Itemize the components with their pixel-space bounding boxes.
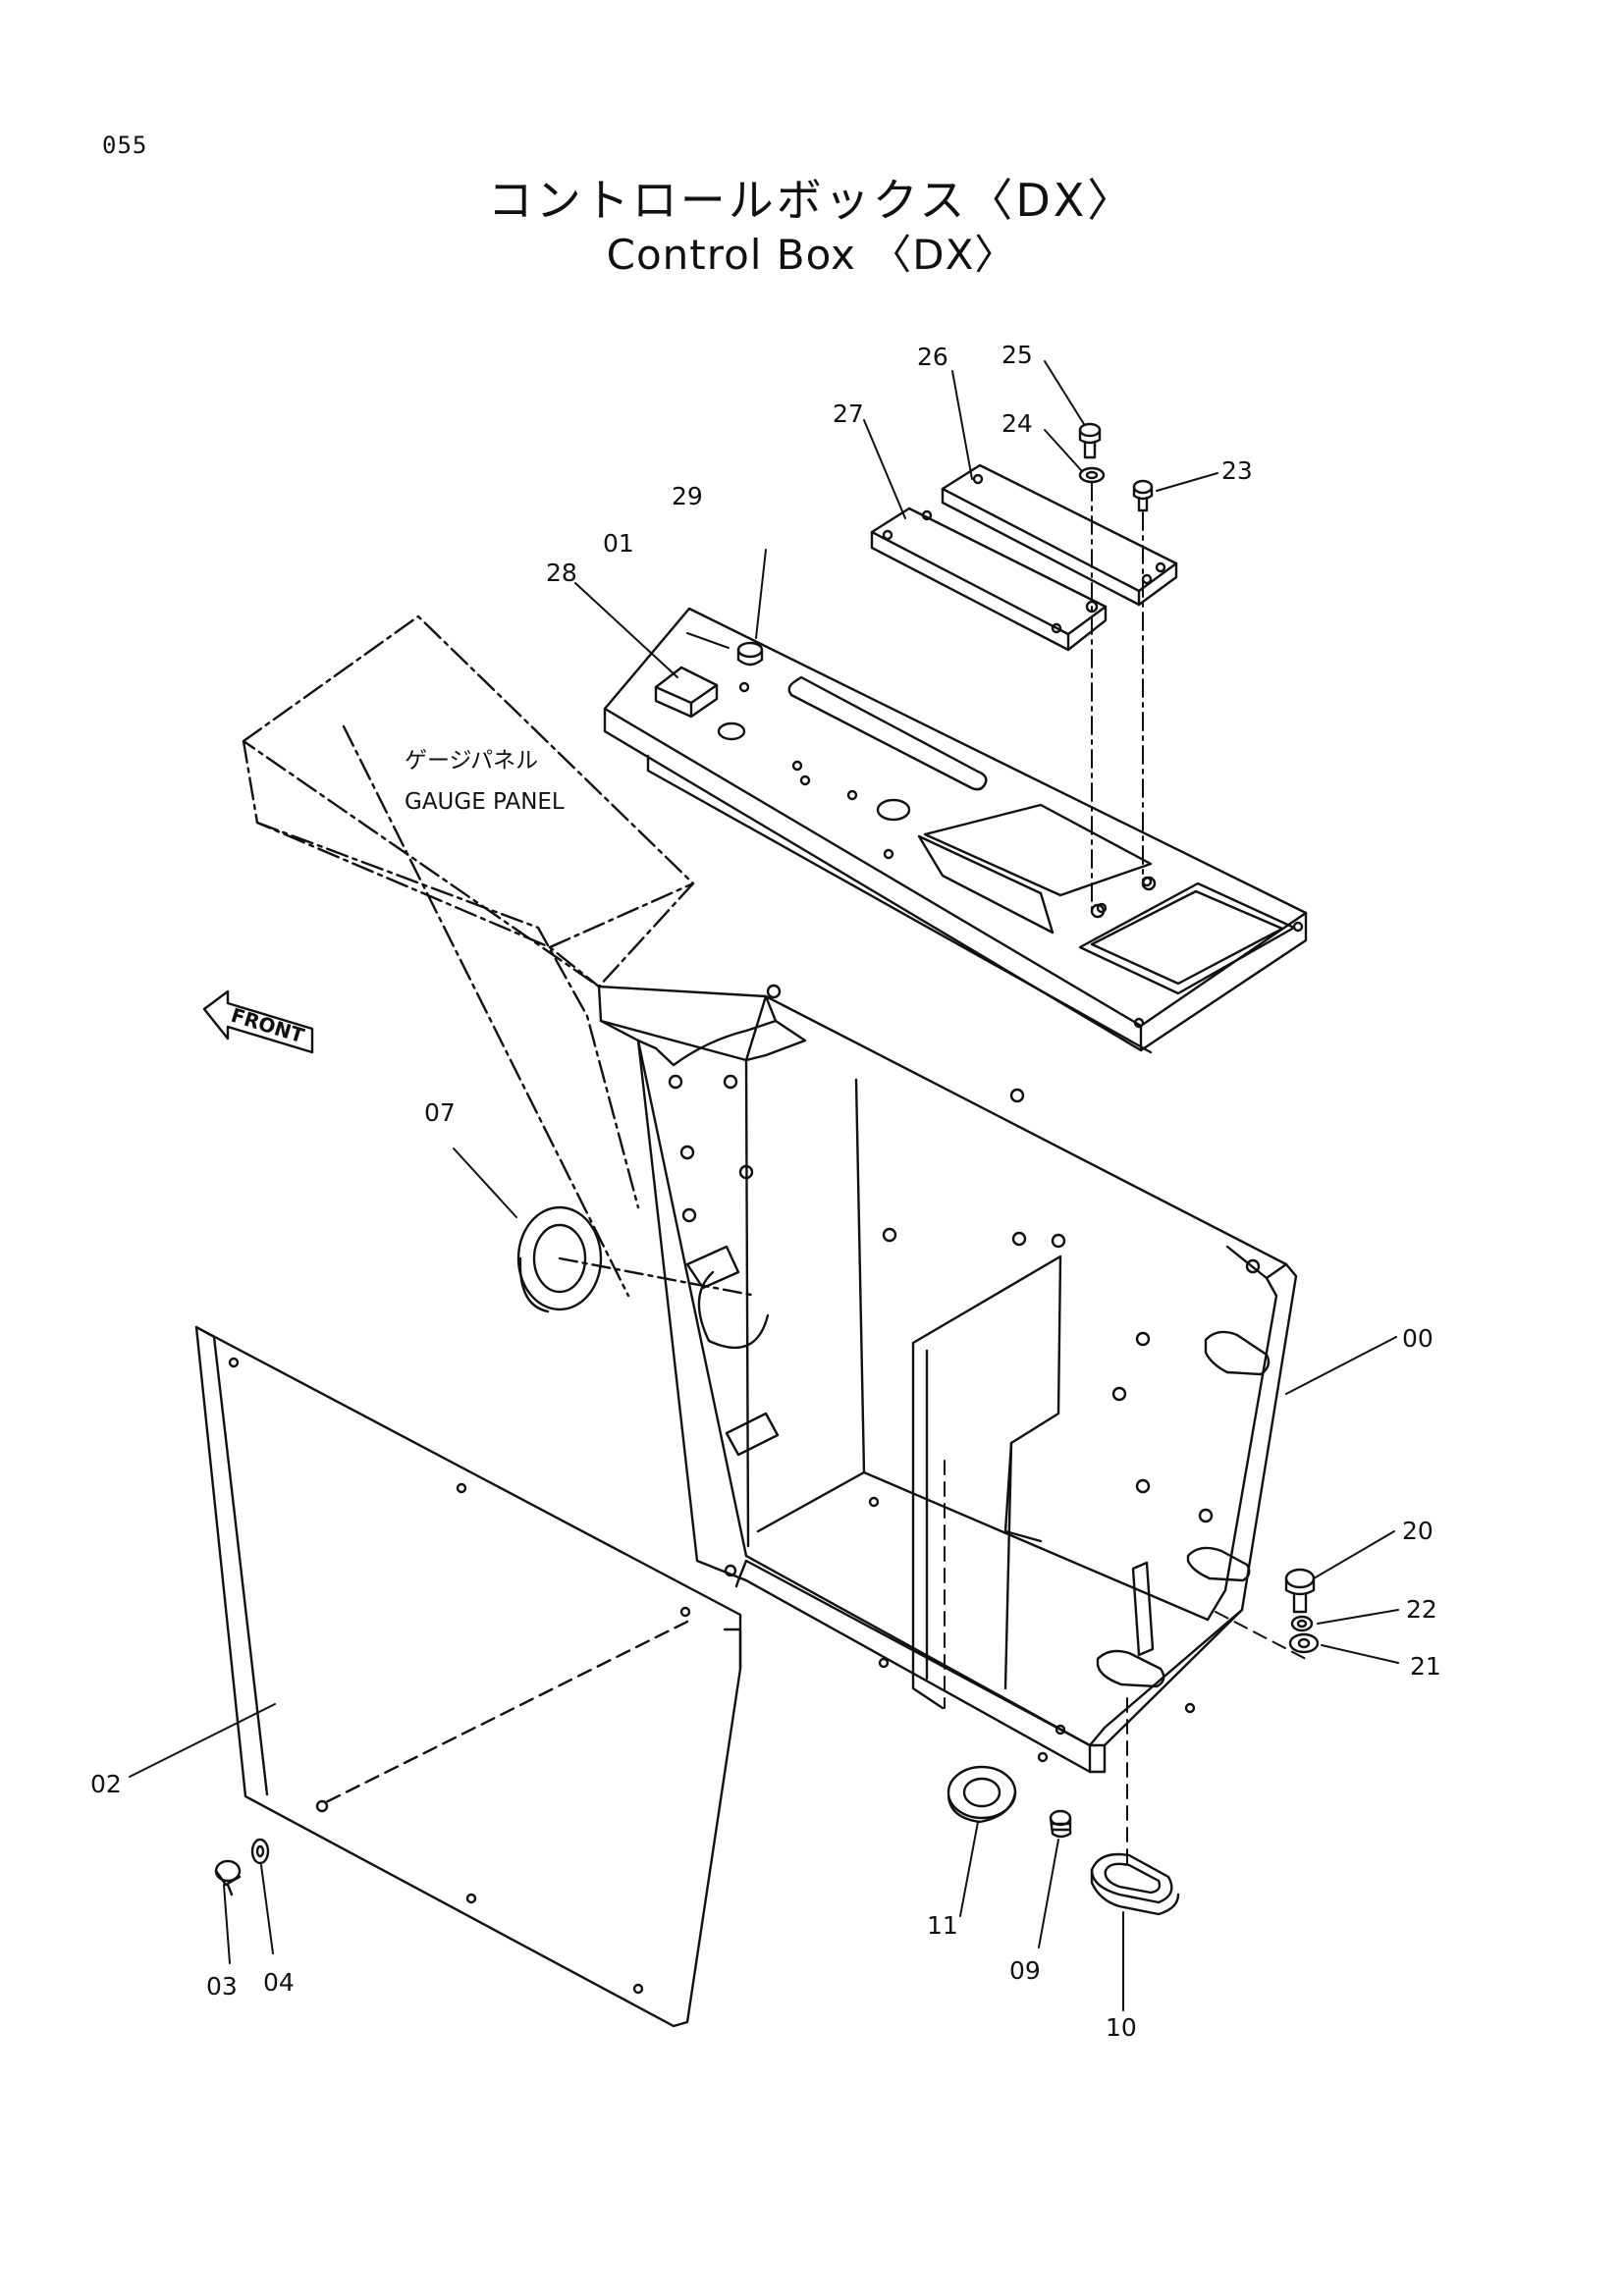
gauge-panel-label-en: GAUGE PANEL	[405, 789, 565, 815]
gauge-panel-label-jp: ゲージパネル	[405, 748, 538, 774]
hole-reference-lines	[944, 1460, 1307, 1866]
washer-24	[1078, 466, 1106, 484]
pad-28	[654, 666, 719, 719]
washer-04	[250, 1838, 270, 1865]
washer-21	[1288, 1632, 1320, 1654]
leader-lines	[129, 360, 1399, 2011]
callout-labels: 00 01 02 03 04 07 09 10 11 20 21 22 23 2…	[90, 341, 1441, 2042]
title-japanese: コントロールボックス〈DX〉	[487, 174, 1136, 227]
gauge-panel-outline	[242, 614, 695, 1298]
callout-23: 23	[1221, 456, 1253, 485]
callout-07: 07	[424, 1098, 456, 1127]
callout-20: 20	[1402, 1517, 1434, 1545]
grommet-11	[947, 1765, 1017, 1824]
callout-21: 21	[1410, 1652, 1441, 1681]
callout-29: 29	[672, 482, 703, 510]
callout-04: 04	[263, 1968, 295, 1997]
title-english: Control Box 〈DX〉	[606, 231, 1017, 279]
bolt-20	[1284, 1568, 1316, 1614]
spacer-29	[736, 641, 764, 667]
washer-22	[1290, 1615, 1314, 1632]
callout-11: 11	[927, 1911, 958, 1940]
side-cover-02	[194, 1325, 742, 2028]
callout-02: 02	[90, 1770, 122, 1798]
page-number: 055	[102, 132, 148, 159]
screw-25	[1078, 422, 1102, 459]
callout-00: 00	[1402, 1324, 1434, 1353]
front-arrow	[202, 989, 314, 1054]
grommet-10	[1090, 1852, 1180, 1916]
callout-25: 25	[1001, 341, 1033, 369]
top-cover-plate	[603, 607, 1308, 1054]
callout-27: 27	[833, 400, 864, 428]
callout-03: 03	[206, 1972, 238, 2001]
callout-01: 01	[603, 529, 634, 558]
screw-23	[1132, 479, 1154, 512]
screw-03	[214, 1859, 242, 1896]
callout-10: 10	[1106, 2013, 1137, 2042]
callout-28: 28	[546, 559, 577, 587]
grommet-07	[516, 1205, 758, 1313]
grommet-09	[1049, 1809, 1072, 1839]
cover-plate-26	[941, 463, 1178, 607]
callout-24: 24	[1001, 409, 1033, 438]
callout-26: 26	[917, 343, 948, 371]
callout-22: 22	[1406, 1595, 1437, 1624]
callout-09: 09	[1009, 1956, 1041, 1985]
control-box-body	[597, 984, 1298, 1774]
front-arrow-label: FRONT	[229, 1003, 307, 1047]
cover-plate-27	[870, 507, 1108, 652]
alignment-lines	[1091, 482, 1144, 909]
